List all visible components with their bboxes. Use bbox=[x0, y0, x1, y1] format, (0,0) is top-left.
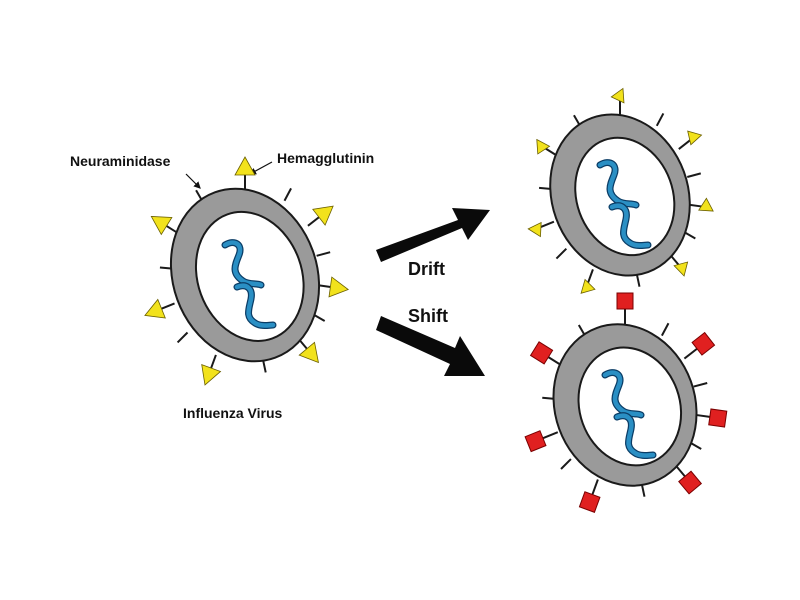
virus-label: Influenza Virus bbox=[183, 405, 283, 421]
hemagglutinin-stalk bbox=[307, 215, 322, 227]
shift-arrow bbox=[376, 316, 485, 376]
hemagglutinin-stalk bbox=[538, 220, 555, 229]
hemagglutinin-triangle-icon bbox=[580, 278, 596, 294]
neuraminidase-spike bbox=[661, 322, 670, 337]
hemagglutinin-stalk bbox=[591, 479, 599, 495]
hemagglutinin-triangle-icon bbox=[234, 156, 256, 176]
surface-proteins bbox=[524, 292, 728, 513]
hemagglutinin-triangle-icon bbox=[527, 221, 542, 238]
hemagglutinin-triangle-icon bbox=[150, 216, 173, 236]
hemagglutinin-stalk bbox=[542, 431, 559, 440]
hemagglutinin-square-icon bbox=[524, 430, 547, 453]
hemagglutinin-square-icon bbox=[708, 408, 728, 428]
hemagglutinin-triangle-icon bbox=[201, 364, 222, 386]
hemagglutinin-triangle-icon bbox=[312, 205, 334, 226]
hemagglutinin-square-icon bbox=[616, 292, 634, 310]
rna-segment-1 bbox=[222, 240, 264, 288]
hemagglutinin-square-icon bbox=[678, 470, 703, 495]
drift-label: Drift bbox=[408, 259, 445, 279]
hemagglutinin-stalk bbox=[678, 138, 693, 150]
hemagglutinin-stalk bbox=[586, 269, 594, 285]
hemagglutinin-triangle-icon bbox=[687, 130, 703, 146]
neuraminidase-spike bbox=[176, 331, 189, 344]
rna-segment-2 bbox=[609, 203, 651, 248]
hemagglutinin-stalk bbox=[159, 302, 175, 311]
rna-segment-1 bbox=[597, 160, 639, 208]
hemagglutinin-triangle-icon bbox=[673, 261, 689, 277]
hemagglutinin-triangle-icon bbox=[536, 138, 551, 155]
hemagglutinin-square-icon bbox=[691, 331, 716, 356]
neuraminidase-spike bbox=[316, 251, 331, 257]
hemagglutinin-triangle-icon bbox=[328, 276, 350, 298]
hemagglutinin-triangle-icon bbox=[698, 197, 714, 212]
rna-segment-2 bbox=[234, 283, 276, 328]
virus-shift bbox=[524, 292, 728, 513]
neuraminidase-spike bbox=[283, 187, 292, 202]
hemagglutinin-square-icon bbox=[529, 341, 554, 365]
neuraminidase-label: Neuraminidase bbox=[70, 153, 171, 169]
hemagglutinin-square-icon bbox=[578, 491, 601, 513]
hemagglutinin-label: Hemagglutinin bbox=[277, 150, 374, 166]
rna-segment-1 bbox=[602, 370, 644, 418]
neuraminidase-spike bbox=[655, 112, 665, 127]
neuraminidase-spike bbox=[686, 172, 702, 178]
neuraminidase-spike bbox=[693, 382, 708, 388]
surface-proteins bbox=[144, 156, 350, 386]
neuraminidase-pointer bbox=[185, 173, 201, 189]
hemagglutinin-triangle-icon bbox=[610, 87, 625, 104]
virus-original bbox=[144, 156, 350, 386]
virus-drift bbox=[527, 87, 714, 294]
rna-segment-2 bbox=[614, 413, 656, 458]
hemagglutinin-triangle-icon bbox=[144, 298, 166, 319]
hemagglutinin-triangle-icon bbox=[298, 341, 319, 364]
shift-label: Shift bbox=[408, 306, 448, 326]
neuraminidase-spike bbox=[555, 247, 568, 260]
neuraminidase-spike bbox=[560, 458, 572, 470]
hemagglutinin-stalk bbox=[209, 354, 217, 371]
drift-arrow bbox=[376, 208, 490, 262]
hemagglutinin-stalk bbox=[683, 347, 698, 360]
